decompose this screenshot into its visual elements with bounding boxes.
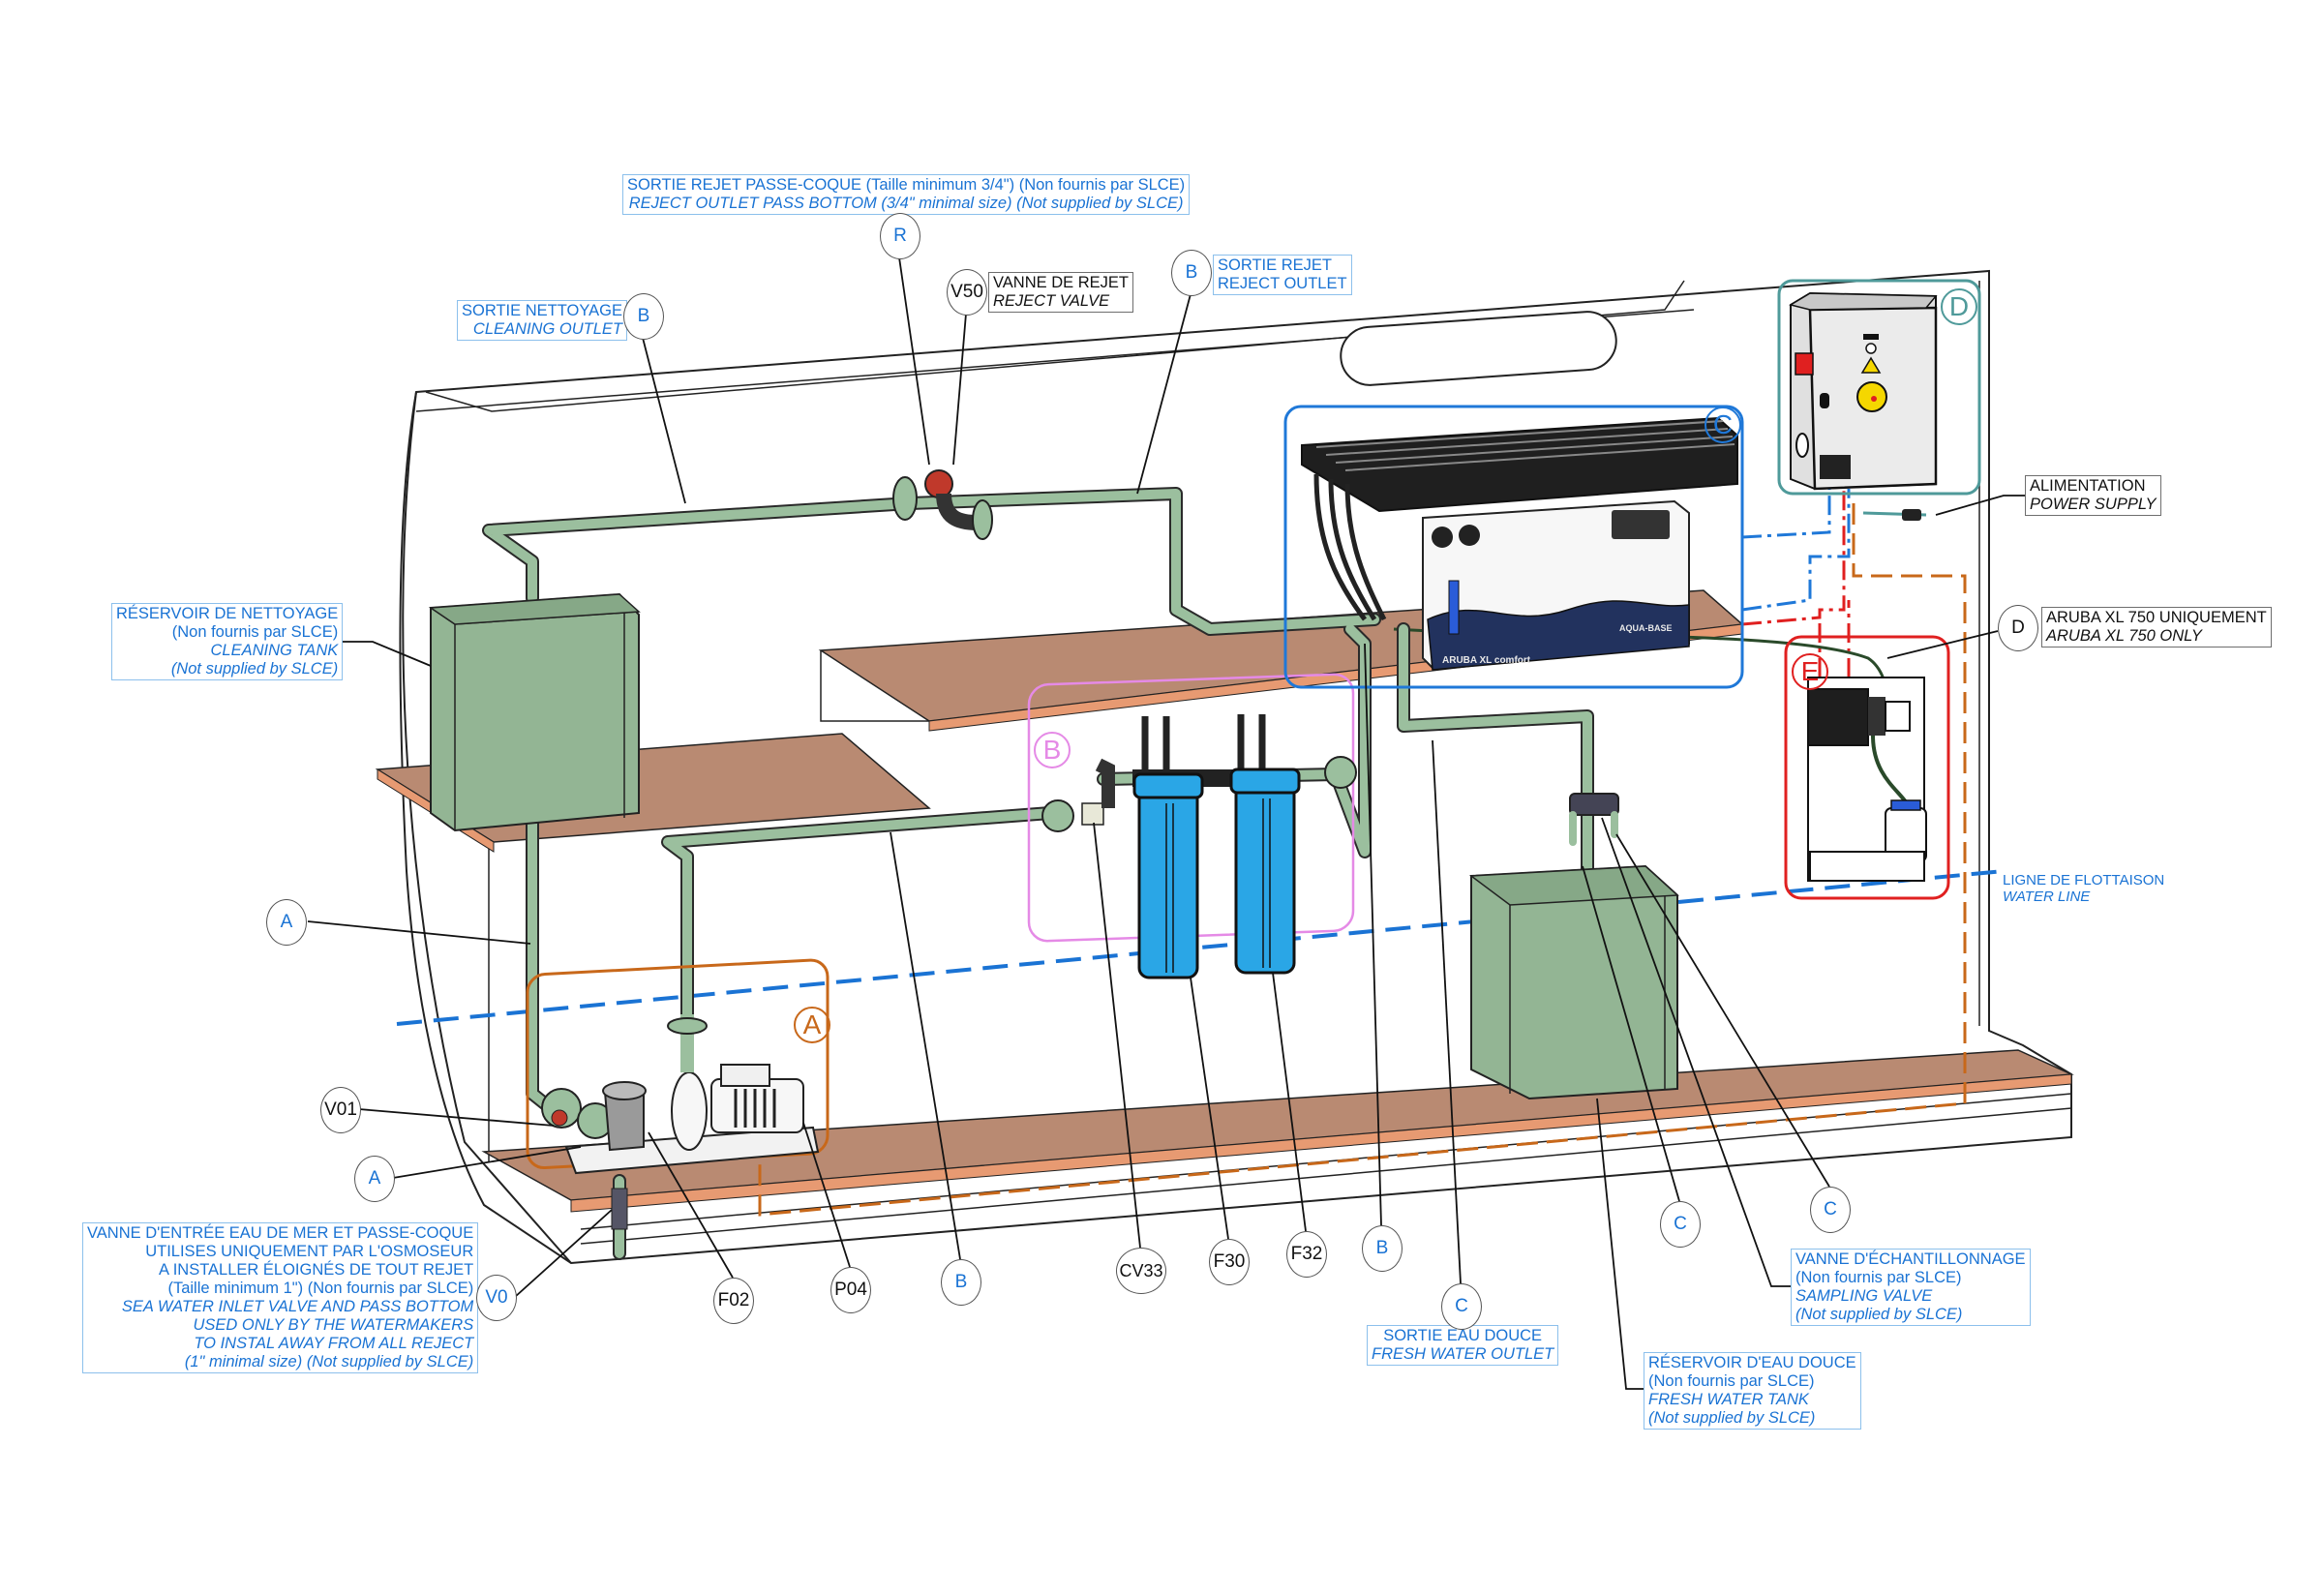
callout-f30: F30 <box>1209 1239 1250 1285</box>
label-fresh-water-outlet: SORTIE EAU DOUCE FRESH WATER OUTLET <box>1367 1325 1559 1366</box>
filter-f32 <box>1234 768 1296 975</box>
filter-f30 <box>1137 772 1199 979</box>
label-aruba-only: ARUBA XL 750 UNIQUEMENT ARUBA XL 750 ONL… <box>2041 607 2272 647</box>
label-cleaning-outlet: SORTIE NETTOYAGE CLEANING OUTLET <box>457 300 627 341</box>
zone-tag-d: D <box>1941 288 1977 325</box>
label-reject-outlet: SORTIE REJET REJECT OUTLET <box>1213 255 1352 295</box>
dosing-pump-body <box>1807 688 1869 746</box>
pump-motor-p04 <box>710 1078 804 1133</box>
prefilter-group <box>1027 673 1357 979</box>
callout-b-cleaning: B <box>623 293 664 340</box>
pressure-gauge-1 <box>1432 527 1453 548</box>
label-reject-pass-bottom: SORTIE REJET PASSE-COQUE (Taille minimum… <box>622 174 1191 215</box>
callout-b-reject: B <box>1171 250 1212 296</box>
indicator-light <box>1865 343 1877 354</box>
zone-tag-c: C <box>1705 407 1741 443</box>
water-line <box>396 869 2005 1026</box>
watermaker-unit: ARUBA XL comfort AQUA-BASE <box>1283 405 1744 689</box>
pipe-pump-to-filter <box>663 808 1055 1021</box>
callout-r: R <box>880 213 920 259</box>
pressure-gauge-2 <box>1459 525 1480 546</box>
label-sea-inlet: VANNE D'ENTRÉE EAU DE MER ET PASSE-COQUE… <box>82 1222 479 1373</box>
callout-c-outlet: C <box>1441 1283 1482 1330</box>
cable-blue-1 <box>1741 489 1831 539</box>
callout-b-filter-pipe: B <box>1362 1225 1403 1272</box>
flowmeter <box>1448 580 1460 635</box>
callout-v50: V50 <box>947 269 987 316</box>
callout-a-pipe: A <box>266 899 307 946</box>
cable-blue-2 <box>1741 489 1851 612</box>
callout-c-tank: C <box>1660 1201 1701 1248</box>
zone-tag-e: E <box>1792 653 1828 690</box>
zone-c-frame <box>1283 405 1744 689</box>
power-plug <box>1902 509 1921 521</box>
label-water-line: LIGNE DE FLOTTAISON WATER LINE <box>2003 872 2165 905</box>
control-box <box>1777 279 1981 496</box>
zone-d-frame <box>1777 279 1981 496</box>
callout-d: D <box>1998 605 2038 651</box>
label-sampling-valve: VANNE D'ÉCHANTILLONNAGE (Non fournis par… <box>1791 1249 2031 1326</box>
unit-brand-text: AQUA-BASE <box>1619 623 1673 633</box>
zone-tag-b: B <box>1034 732 1071 768</box>
cable-orange-run <box>758 503 1967 1217</box>
callout-b-pump-pipe: B <box>941 1259 981 1306</box>
callout-v0: V0 <box>476 1275 517 1321</box>
zone-e-frame <box>1784 635 1950 900</box>
label-fresh-water-tank: RÉSERVOIR D'EAU DOUCE (Non fournis par S… <box>1644 1352 1861 1430</box>
callout-v01: V01 <box>320 1087 361 1133</box>
callout-p04: P04 <box>830 1267 871 1313</box>
label-power-supply: ALIMENTATION POWER SUPPLY <box>2025 475 2161 516</box>
callout-a-inlet: A <box>354 1156 395 1202</box>
control-panel <box>1612 510 1670 539</box>
step-riser <box>820 650 929 722</box>
fresh-water-tank <box>1468 864 1679 1100</box>
check-valve-cv33 <box>1081 802 1104 826</box>
sampling-valve-assembly <box>1569 793 1619 846</box>
reject-valve-body <box>924 469 953 498</box>
pipe-cleaning-reject <box>484 489 1379 634</box>
pump-group <box>526 958 830 1230</box>
dosing-pump <box>1784 635 1950 900</box>
callout-f32: F32 <box>1286 1231 1327 1278</box>
hull-curve-line <box>402 391 572 1264</box>
label-cleaning-tank: RÉSERVOIR DE NETTOYAGE (Non fournis par … <box>111 603 344 680</box>
cleaning-tank <box>428 592 641 832</box>
porthole <box>1340 311 1617 386</box>
callout-c-sampling: C <box>1810 1187 1851 1233</box>
pump-housing <box>671 1071 708 1151</box>
main-switch <box>1795 352 1814 376</box>
wall-top-edge <box>425 280 1685 412</box>
callout-f02: F02 <box>713 1278 754 1324</box>
inlet-valve-v01 <box>551 1109 568 1127</box>
reject-valve-assembly <box>892 469 993 540</box>
zone-tag-a: A <box>794 1007 830 1043</box>
unit-model-text: ARUBA XL comfort <box>1442 655 1531 666</box>
cable-red-1 <box>1741 489 1846 626</box>
callout-cv33: CV33 <box>1116 1248 1166 1294</box>
label-reject-valve: VANNE DE REJET REJECT VALVE <box>988 272 1133 313</box>
unit-base-navy <box>1427 600 1690 671</box>
warning-triangle-icon <box>1860 356 1882 374</box>
leader-lines <box>307 256 2025 1390</box>
